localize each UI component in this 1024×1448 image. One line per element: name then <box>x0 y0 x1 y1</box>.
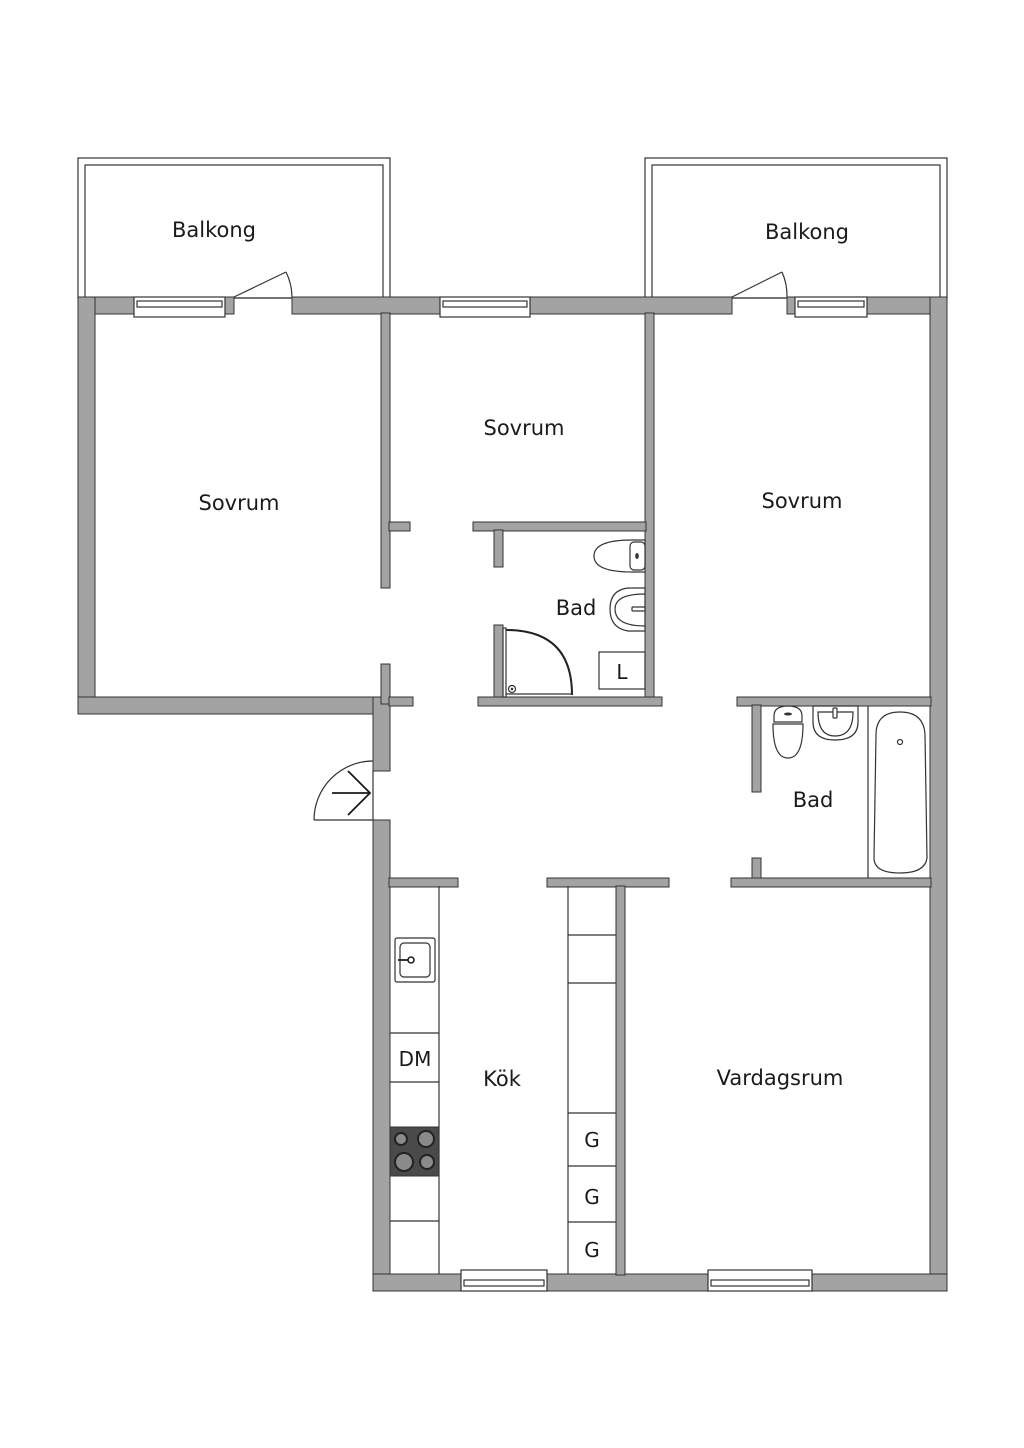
room-label-bad-large: Bad <box>793 788 834 812</box>
laundry-machine: L <box>598 651 646 690</box>
entrance-arrow-icon <box>332 770 372 816</box>
sink-icon <box>609 587 646 632</box>
entrance-door <box>313 760 374 821</box>
room-label-vardagsrum: Vardagsrum <box>717 1066 844 1090</box>
room-label-balkong-left: Balkong <box>172 218 256 242</box>
large-bathroom-fixtures <box>772 705 928 878</box>
balcony-door-right <box>731 271 788 298</box>
window-living-room <box>707 1269 813 1292</box>
room-labels: Balkong Balkong Sovrum Sovrum Sovrum Bad… <box>172 218 849 1091</box>
room-label-kok: Kök <box>483 1067 522 1091</box>
wardrobe-label: G <box>584 1238 600 1262</box>
small-bathroom-fixtures: L <box>502 539 646 698</box>
window-kitchen <box>460 1269 548 1292</box>
room-label-balkong-right: Balkong <box>765 220 849 244</box>
room-label-sovrum-right: Sovrum <box>761 489 842 513</box>
toilet-icon <box>772 705 804 759</box>
window-right-bedroom <box>794 296 868 318</box>
laundry-label: L <box>616 660 628 684</box>
interior-walls <box>380 312 932 1276</box>
kitchen-sink-icon <box>394 937 436 983</box>
sink-icon <box>812 705 859 741</box>
kitchen-fixtures: DM G G G <box>389 886 616 1274</box>
window-left-bedroom <box>133 296 226 318</box>
wardrobe-label: G <box>584 1185 600 1209</box>
doors <box>233 271 788 821</box>
shower-icon <box>502 627 573 698</box>
windows <box>133 296 868 1292</box>
bathtub-icon <box>873 711 928 874</box>
stove-hob-icon <box>389 1126 440 1177</box>
dishwasher-label: DM <box>399 1047 432 1071</box>
window-middle-bedroom <box>439 296 531 318</box>
room-label-sovrum-left: Sovrum <box>198 491 279 515</box>
exterior-walls <box>77 296 948 1292</box>
room-label-bad-small: Bad <box>556 596 597 620</box>
room-label-sovrum-middle: Sovrum <box>483 416 564 440</box>
toilet-icon <box>593 539 646 573</box>
balcony-door-left <box>233 271 293 298</box>
wardrobe-label: G <box>584 1128 600 1152</box>
